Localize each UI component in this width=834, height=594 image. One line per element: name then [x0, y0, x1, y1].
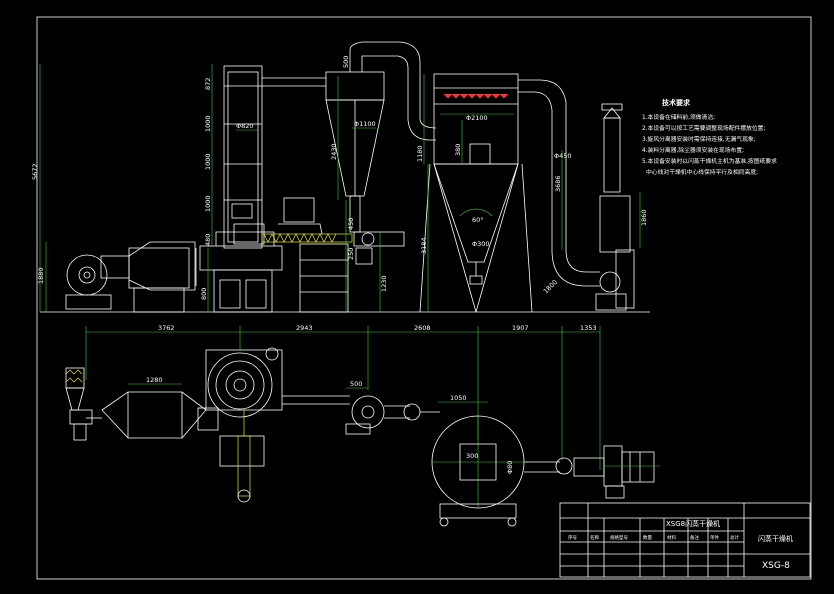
tb-project: XSG8闪蒸干燥机 [666, 519, 720, 528]
plan-dim-5: 1353 [580, 324, 597, 332]
plan-bag-filter: 1050 300 Φ80 [420, 394, 525, 527]
dim-filter-dia: Φ2100 [466, 114, 488, 122]
dim-elbow: 1800 [542, 278, 559, 295]
dim-pipe-h2: 1860 [640, 209, 648, 226]
dim-left-low: 1880 [37, 267, 45, 284]
plan-base-len: 1280 [146, 376, 163, 384]
dim-filter-pipe: 380 [454, 144, 462, 156]
dim-cyclone-low: 450 [347, 218, 355, 230]
dim-feeder-h: 1230 [380, 275, 388, 292]
tb-col-3: 规格型号 [610, 534, 628, 541]
tb-code: XSG-8 [762, 561, 790, 571]
dim-col-dia: Φ820 [236, 122, 254, 130]
plan-fan-right [524, 445, 660, 499]
bag-filter [419, 73, 533, 313]
dim-cyclone-low2: 250 [347, 248, 355, 260]
plan-dim-2: 2943 [296, 324, 313, 332]
tech-note-1: 1.本设备在储料前,须做清洁; [642, 113, 715, 121]
dim-stand-h: 800 [200, 288, 208, 300]
dim-filter-out: Φ300 [472, 240, 490, 248]
front-elevation: 5672 1880 872 1000 1000 1000 480 Φ820 50… [31, 41, 650, 313]
plan-tank-dia: Φ80 [506, 461, 514, 474]
plan-fan [65, 367, 102, 441]
dim-col-5: 480 [204, 234, 212, 246]
tb-name: 闪蒸干燥机 [758, 534, 793, 543]
drawing-frame [36, 16, 812, 580]
dim-total-height: 5672 [31, 163, 39, 180]
drying-column [199, 65, 326, 313]
dim-pipe-dia: Φ450 [554, 152, 572, 160]
induced-fan [595, 103, 635, 311]
dim-cyclone-dia: Φ1100 [354, 120, 376, 128]
tb-col-7: 单件 [710, 534, 719, 541]
front-dimension-text: 5672 1880 872 1000 1000 1000 480 Φ820 50… [31, 56, 648, 300]
tb-col-4: 数量 [643, 534, 652, 541]
plan-dim-1: 3762 [158, 324, 175, 332]
dim-cyclone-top: 500 [342, 56, 350, 68]
dim-col-2: 1000 [204, 115, 212, 132]
dim-filter-angle: 60° [472, 216, 484, 224]
title-block: XSG8闪蒸干燥机 闪蒸干燥机 XSG-8 序号 名称 规格型号 数量 材料 备… [559, 502, 811, 578]
plan-column [197, 347, 283, 503]
technical-requirements: 技术要求 1.本设备在储料前,须做清洁; 2.本设备可以按工艺需要调整现场配件摆… [642, 98, 777, 176]
tb-col-6: 备注 [690, 534, 699, 541]
dim-col-4: 1000 [204, 195, 212, 212]
tb-col-5: 材料 [667, 534, 676, 541]
tech-title: 技术要求 [662, 98, 691, 107]
tech-note-4: 4.装料分离器,除尘器须安装在现场布置; [642, 146, 744, 154]
tb-col-2: 名称 [590, 534, 599, 541]
screw-feeder [261, 197, 405, 313]
dim-col-3: 1000 [204, 153, 212, 170]
dim-pipe-h: 3686 [554, 175, 562, 192]
tech-note-2: 2.本设备可以按工艺需要调整现场配件摆放位置; [642, 124, 765, 132]
dim-filter-top: 1180 [416, 145, 424, 162]
plan-ring-dim: 300 [466, 452, 478, 460]
dim-cyclone-h: 2430 [330, 143, 338, 160]
plan-duct: 500 [282, 380, 421, 435]
tech-note-5: 5.本设备安装时以闪蒸干燥机主机为基准,按图纸要求 [642, 157, 777, 165]
cyclone [325, 41, 437, 233]
tech-note-6: 中心线对干燥机中心线保持平行及相同高度; [646, 168, 758, 176]
plan-view: 3762 2943 2608 1907 1353 1280 [65, 324, 660, 527]
plan-duct-dim: 500 [350, 380, 362, 388]
plan-tank-dim: 1050 [450, 394, 467, 402]
plan-dim-3: 2608 [414, 324, 431, 332]
left-fan [65, 254, 130, 310]
outlet-duct [518, 79, 600, 287]
front-dimension-lines [39, 64, 641, 312]
dim-col-1: 872 [204, 78, 212, 90]
air-heater [128, 241, 197, 313]
plan-heater: 1280 [101, 376, 207, 439]
dim-filter-total: 3184 [420, 237, 428, 254]
tech-note-3: 3.旋风分离器安装时需保持连接,无漏气现象; [642, 135, 756, 143]
tb-col-1: 序号 [568, 534, 577, 541]
tb-col-8: 总计 [730, 534, 739, 541]
plan-dim-4: 1907 [512, 324, 529, 332]
